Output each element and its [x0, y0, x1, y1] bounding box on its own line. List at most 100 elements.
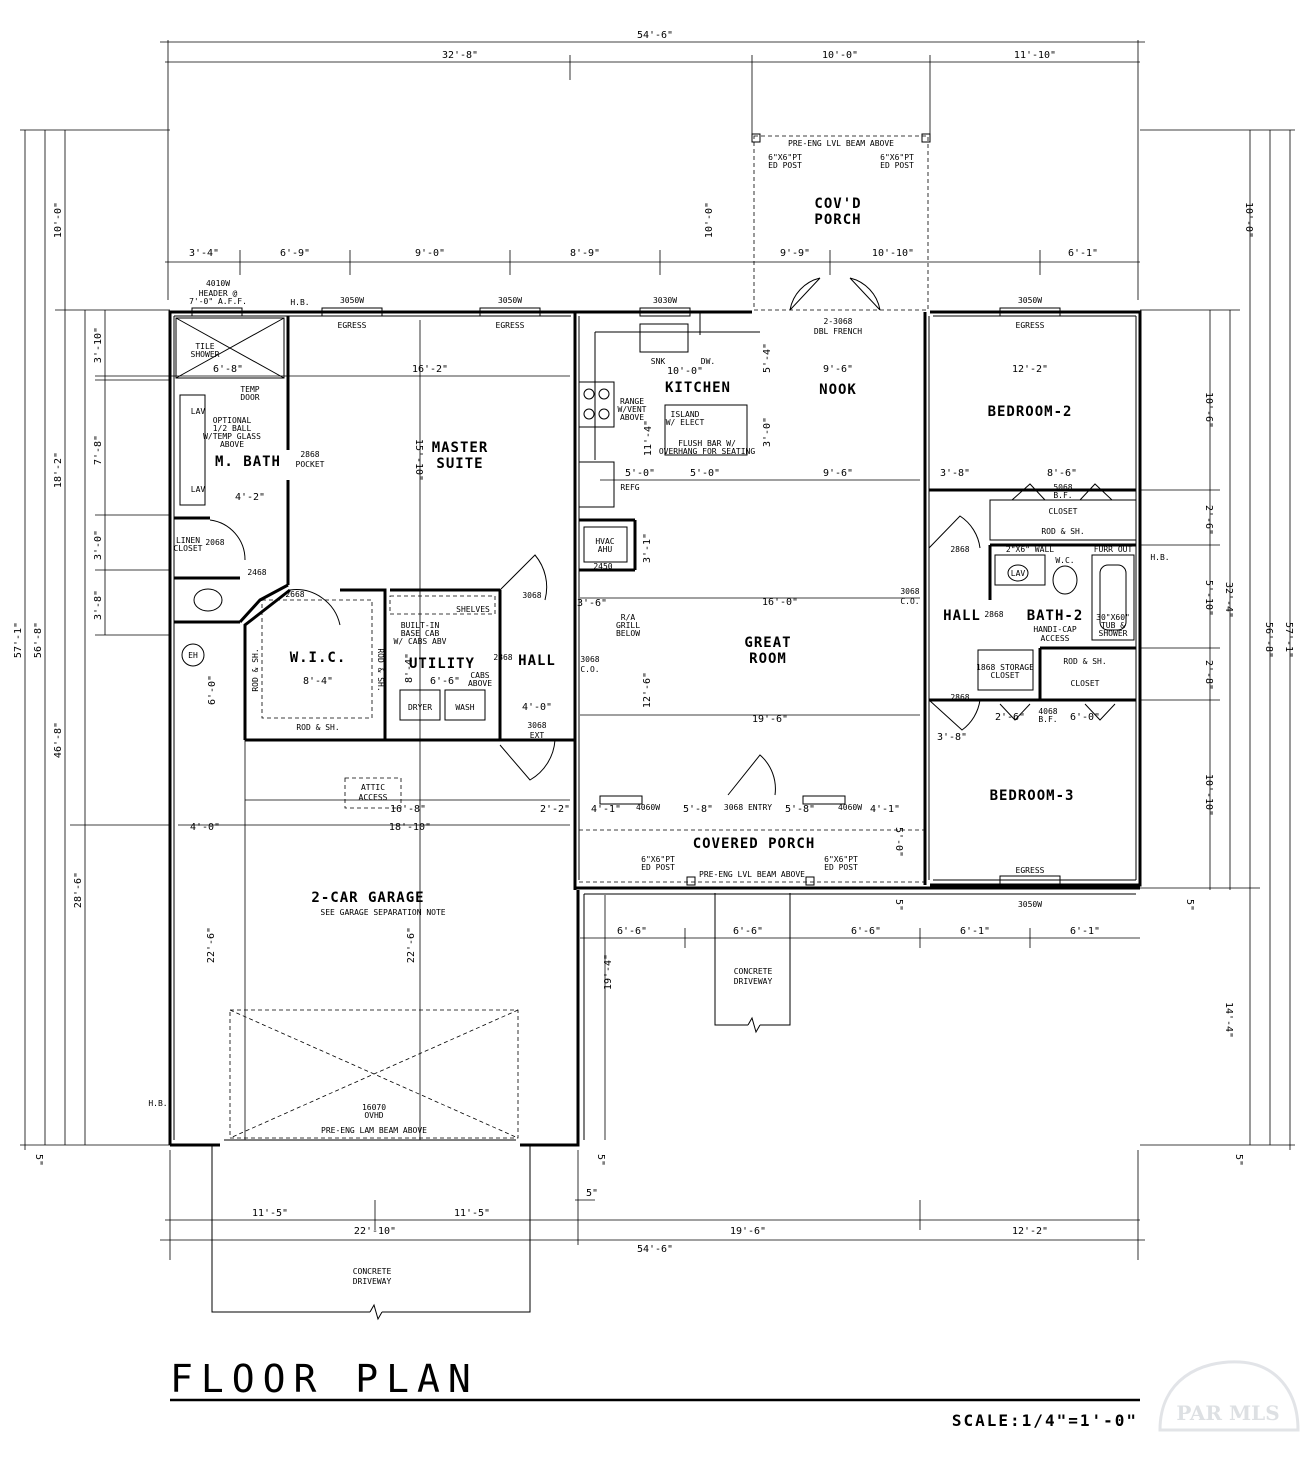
egress-a: EGRESS	[338, 321, 367, 330]
room-great-1: GREAT	[744, 635, 791, 651]
dim-left-b: 56'-8"	[33, 622, 44, 658]
dim-bed3-a: 3'-8"	[937, 732, 967, 743]
driveway-garage-1: CONCRETE	[353, 1267, 392, 1276]
room-nook: NOOK	[819, 382, 857, 398]
bf4068-1: 4068	[1038, 707, 1057, 716]
dim-util-w: 6'-6"	[430, 676, 460, 687]
room-utility: UTILITY	[409, 656, 475, 672]
right-wing-walls	[928, 483, 1137, 731]
dim-right-low: 14'-4"	[1223, 1002, 1234, 1038]
ovhd-1: 16070	[362, 1103, 386, 1112]
dim-porch-1: 5'-8"	[683, 804, 713, 815]
dim-overall-top: 54'-6"	[637, 30, 673, 41]
driveway-front-1: CONCRETE	[734, 967, 773, 976]
dim-left-room-3: 3'-8"	[93, 590, 104, 620]
dim-row2-5: 10'-10"	[872, 248, 914, 259]
dim-gr-b: 19'-6"	[752, 714, 788, 725]
optional-2: 1/2 BALL	[213, 424, 252, 433]
temp-door-2: DOOR	[240, 393, 259, 402]
dim-cl-a: 2'-6"	[995, 712, 1025, 723]
dim-drive-0: 6'-6"	[617, 926, 647, 937]
dbl-french-2: DBL FRENCH	[814, 327, 862, 336]
gr-3068co-2: C.O.	[900, 597, 919, 606]
door-3068-hall: 3068	[522, 591, 541, 600]
dim-master-w: 16'-2"	[412, 364, 448, 375]
dim-garage-h: 22'-6"	[206, 927, 217, 963]
plan-title: FLOOR PLAN	[170, 1357, 479, 1401]
flush-bar-1: FLUSH BAR W/	[678, 439, 736, 448]
closet-bed2: CLOSET	[1049, 507, 1078, 516]
dim-bed2-w: 12'-2"	[1012, 364, 1048, 375]
bottom-dimension-lines	[160, 1145, 1145, 1321]
window-3050-a: 3050W	[340, 296, 364, 305]
dim-five-b: 5"	[1184, 899, 1195, 911]
dim-bot-total: 54'-6"	[637, 1244, 673, 1255]
dim-k-a: 5'-0"	[625, 468, 655, 479]
window-3050-b: 3050W	[498, 296, 522, 305]
window-4060-b: 4060W	[838, 803, 862, 812]
top-windows	[191, 307, 1061, 317]
dim-util-h: 8'-4"	[404, 653, 415, 683]
window-3050-d: 3050W	[1018, 900, 1042, 909]
tub-1: 30"X60"	[1096, 613, 1130, 622]
hvac-1: HVAC	[595, 537, 614, 546]
pocket-1: 2868	[300, 450, 319, 459]
dim-island-h: 11'-4"	[643, 420, 654, 456]
island-1: ISLAND	[671, 410, 700, 419]
room-master-2: SUITE	[436, 456, 483, 472]
dim-five-f: 5"	[595, 1154, 606, 1166]
room-covd-porch-1: COV'D	[814, 196, 861, 212]
dim-right-room-4: 10'-10"	[1203, 774, 1214, 816]
dim-right-top: 10'-0"	[1243, 202, 1254, 238]
entry-door-swing	[727, 754, 776, 796]
shelves: SHELVES	[456, 605, 490, 614]
dim-garage-c: 4'-0"	[190, 822, 220, 833]
builtin-2: BASE CAB	[401, 629, 440, 638]
dim-drive-3: 6'-1"	[960, 926, 990, 937]
dim-right-room-0: 10'-6"	[1203, 392, 1214, 428]
dim-bot-3: 19'-6"	[730, 1226, 766, 1237]
handicap-1: HANDI-CAP	[1033, 625, 1077, 634]
tile-shower-2: SHOWER	[191, 350, 220, 359]
door-2468: 2468	[247, 568, 266, 577]
wc-bath2: W.C.	[1055, 556, 1074, 565]
dim-garage-h2: 22'-6"	[406, 927, 417, 963]
dim-master-h: 15'-10"	[413, 439, 424, 481]
room-hall-right: HALL	[943, 608, 981, 624]
room-bedroom3: BEDROOM-3	[990, 788, 1075, 804]
dim-bed-b: 8'-6"	[1047, 468, 1077, 479]
gr-3068co-1: 3068	[900, 587, 919, 596]
garage-structure	[178, 740, 570, 1141]
dim-bed-a: 3'-8"	[940, 468, 970, 479]
dim-row2-4: 9'-9"	[780, 248, 810, 259]
cabs-above-2: ABOVE	[468, 679, 492, 688]
door-2868-hall2: 2868	[984, 610, 1003, 619]
dim-hall-b: 3'-1"	[642, 533, 653, 563]
dim-row2-2: 9'-0"	[415, 248, 445, 259]
covd-porch-structure	[751, 133, 931, 311]
dim-left-low: 46'-8"	[53, 722, 64, 758]
dim-gr-w: 16'-0"	[762, 597, 798, 608]
wall-2x6: 2"X6" WALL	[1006, 545, 1054, 554]
window-4010: 4010W	[206, 279, 230, 288]
garage-beam: PRE-ENG LAM BEAM ABOVE	[321, 1126, 427, 1135]
dim-left-mid: 18'-2"	[53, 452, 64, 488]
dim-bath-w: 6'-8"	[213, 364, 243, 375]
wash: WASH	[455, 703, 474, 712]
wic-rod-left: ROD & SH.	[251, 648, 260, 691]
dryer: DRYER	[408, 703, 432, 712]
dim-left-total: 57'-1"	[13, 622, 24, 658]
closet-bed3: CLOSET	[1071, 679, 1100, 688]
ovhd-2: OVHD	[364, 1111, 383, 1120]
door-2868-b2: 2868	[950, 545, 969, 554]
porch-beam: PRE-ENG LVL BEAM ABOVE	[699, 870, 805, 879]
dim-bot-4: 12'-2"	[1012, 1226, 1048, 1237]
dim-left-g: 28'-6"	[73, 872, 84, 908]
pocket-2: POCKET	[296, 460, 325, 469]
dim-k-b: 5'-0"	[690, 468, 720, 479]
bf5068-1: 5068	[1053, 483, 1072, 492]
dim-top-a: 32'-8"	[442, 50, 478, 61]
top-dimension-lines	[160, 40, 1145, 300]
dim-kitchen-w: 10'-0"	[667, 366, 703, 377]
range-3: ABOVE	[620, 413, 644, 422]
